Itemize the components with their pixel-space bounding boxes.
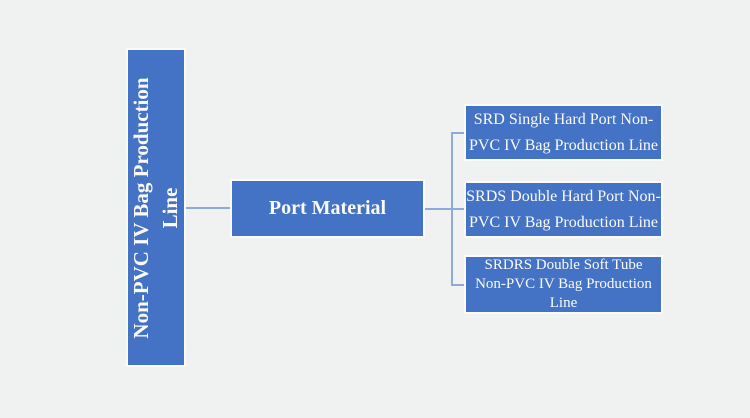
root-node-label-line-1: Non-PVC IV Bag Production	[129, 76, 153, 339]
branch-node-port-material: Port Material	[230, 179, 425, 238]
connector-rail-to-leaf1	[451, 132, 464, 134]
leaf1-label-line-2: PVC IV Bag Production Line	[468, 136, 659, 154]
leaf3-label-line-3: Line	[549, 295, 578, 311]
connector-rail-to-leaf3	[451, 284, 464, 286]
root-node-non-pvc-iv-bag-production-line: Non-PVC IV Bag Production Line	[126, 48, 186, 367]
leaf-node-srds-double-hard-port: SRDS Double Hard Port Non- PVC IV Bag Pr…	[464, 181, 663, 238]
root-node-label-line-2: Line	[158, 187, 182, 228]
branch-node-label: Port Material	[268, 197, 387, 219]
connector-branch-to-leaf2	[425, 208, 464, 210]
leaf3-label-line-1: SRDRS Double Soft Tube	[484, 257, 643, 273]
leaf3-label-line-2: Non-PVC IV Bag Production	[475, 276, 652, 292]
root-node-label: Non-PVC IV Bag Production Line	[126, 48, 186, 367]
connector-vertical-rail	[451, 132, 453, 285]
leaf2-label-line-1: SRDS Double Hard Port Non-	[466, 187, 661, 205]
leaf-node-srd-single-hard-port: SRD Single Hard Port Non- PVC IV Bag Pro…	[464, 104, 663, 161]
connector-root-to-branch	[186, 207, 230, 209]
leaf2-label-line-2: PVC IV Bag Production Line	[468, 213, 659, 231]
leaf1-label-line-1: SRD Single Hard Port Non-	[473, 110, 654, 128]
leaf-node-srdrs-double-soft-tube: SRDRS Double Soft Tube Non-PVC IV Bag Pr…	[464, 255, 663, 314]
